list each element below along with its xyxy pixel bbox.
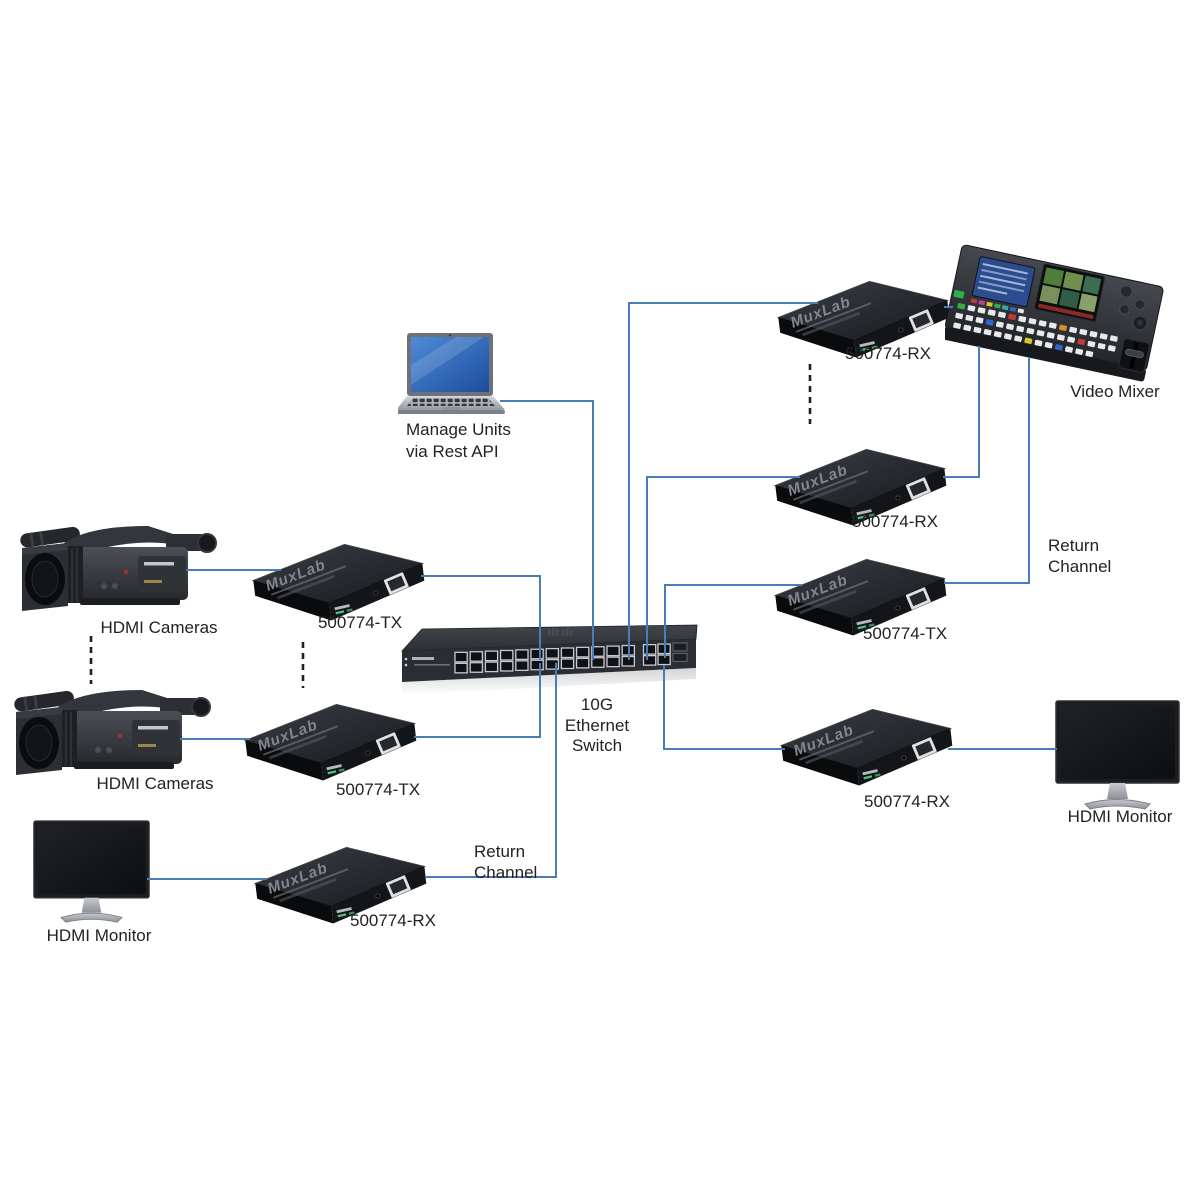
mixer-buttons [953, 302, 1118, 358]
stand-base [60, 912, 123, 923]
label-tx-left-bottom: 500774-TX [335, 780, 421, 799]
label-hdmi-cameras-bottom: HDMI Cameras [96, 774, 214, 793]
camcorder-graphic [14, 690, 211, 775]
knob [1118, 303, 1131, 316]
label-manage-units-line1: Manage Units [406, 420, 511, 439]
viewfinder [166, 534, 204, 551]
label-rx-bottom-left: 500774-RX [349, 911, 436, 930]
label-return-bottom-line1: Return [474, 842, 526, 861]
label-rx-middle-right: 500774-RX [851, 512, 938, 531]
green-button [953, 289, 965, 299]
hdmi-camera-top [18, 514, 233, 614]
label-tx-left-top: 500774-TX [317, 613, 403, 632]
label-return-right-line1: Return [1048, 536, 1100, 555]
label-return-bottom-line2: Channel [474, 863, 538, 882]
mixer-front [945, 327, 1146, 382]
monitor-graphic [1055, 700, 1180, 810]
muxlab-extender-graphic: MuxLab [253, 847, 427, 924]
touchpad [442, 407, 461, 410]
label-manage-units: Manage Units via Rest API [406, 419, 511, 463]
muxlab-extender-graphic: MuxLab [251, 544, 425, 621]
extender-tx-left-bottom: MuxLab [232, 695, 422, 790]
label-return-channel-right: Return Channel [1048, 535, 1111, 577]
label-hdmi-cameras-top: HDMI Cameras [100, 618, 218, 637]
label-manage-units-line2: via Rest API [406, 442, 499, 461]
cisco-logo [412, 657, 434, 660]
management-laptop [398, 333, 512, 417]
hdmi-monitor-bottom-left [33, 820, 150, 925]
color-buttons [970, 298, 1025, 314]
knob [1134, 298, 1146, 311]
label-return-channel-bottom: Return Channel [474, 841, 537, 883]
ethernet-switch [400, 618, 700, 700]
laptop-screen [411, 337, 489, 392]
extender-rx-bottom-right: MuxLab [768, 700, 958, 795]
label-video-mixer: Video Mixer [1070, 382, 1160, 401]
monitor-graphic [33, 820, 150, 923]
label-switch-line1: 10G [580, 695, 614, 714]
keyboard [407, 398, 495, 406]
label-switch-line3: Switch [571, 736, 623, 755]
hdmi-camera-bottom [12, 678, 227, 778]
camcorder-graphic [20, 526, 217, 611]
extender-tx-left-top: MuxLab [240, 535, 430, 630]
label-hdmi-monitor-right: HDMI Monitor [1067, 807, 1173, 826]
label-hdmi-monitor-left: HDMI Monitor [46, 926, 152, 945]
extender-rx-bottom-left: MuxLab [242, 838, 432, 933]
connector-tx-right-to-mixer-return [944, 357, 1030, 584]
label-switch-line2: Ethernet [564, 715, 630, 735]
label-ethernet-switch: 10G Ethernet Switch [537, 695, 657, 757]
label-rx-bottom-right: 500774-RX [863, 792, 950, 811]
screen [37, 824, 146, 895]
hdmi-monitor-right [1055, 700, 1180, 812]
webcam-dot [449, 334, 451, 337]
muxlab-extender-graphic: MuxLab [243, 704, 417, 781]
viewfinder [160, 698, 198, 715]
stand-base [1084, 799, 1151, 810]
label-rx-top-right: 500774-RX [844, 344, 931, 363]
label-return-right-line2: Channel [1048, 557, 1112, 576]
switch-graphic [401, 624, 698, 695]
muxlab-extender-graphic: MuxLab [779, 709, 953, 786]
laptop-graphic [398, 333, 505, 414]
microphone [20, 526, 80, 548]
screen [1060, 705, 1175, 779]
stand-neck [1107, 783, 1128, 799]
video-mixer [945, 237, 1175, 387]
knob [1119, 284, 1133, 299]
stand-neck [81, 897, 102, 913]
microphone [14, 690, 74, 712]
video-mixer-graphic [945, 244, 1164, 382]
label-tx-right: 500774-TX [862, 624, 948, 643]
